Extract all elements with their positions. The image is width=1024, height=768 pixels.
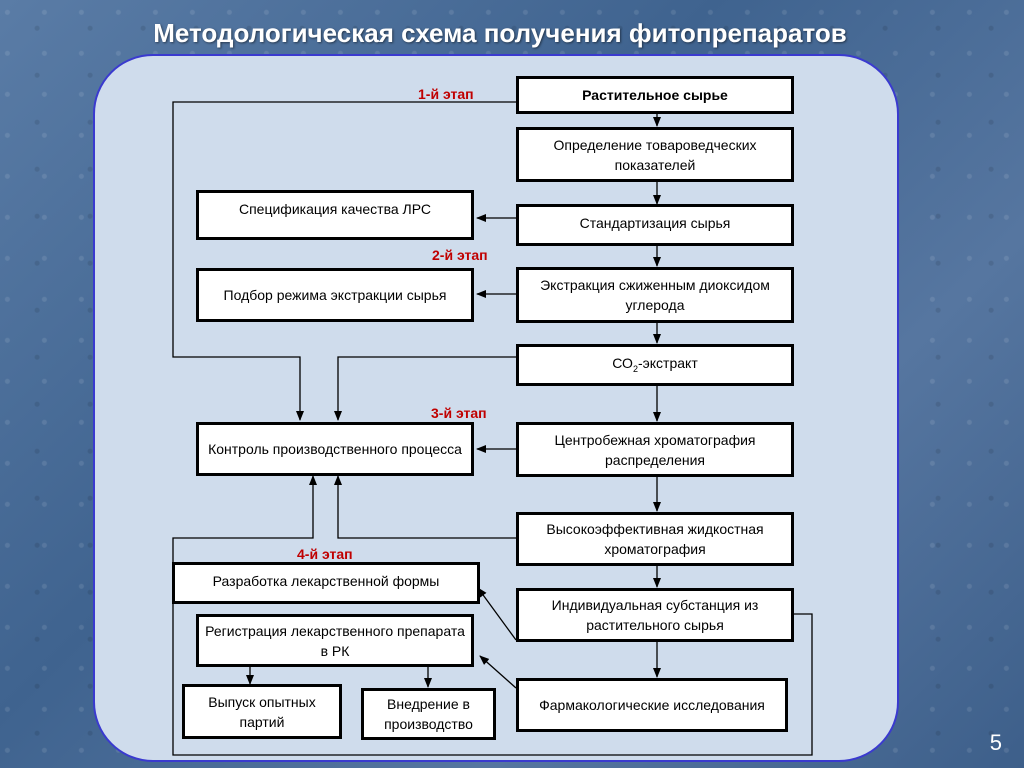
box-indicators-label: Определение товароведческих показателей <box>553 136 757 173</box>
box-pilot-batches-label: Выпуск опытных партий <box>208 693 316 730</box>
box-individual-substance-label: Индивидуальная субстанция из растительно… <box>551 597 759 633</box>
box-co2-extract: СО2-экстракт <box>516 344 794 386</box>
box-registration-label: Регистрация лекарственного препарата в Р… <box>205 622 465 659</box>
page-number: 5 <box>989 730 1002 755</box>
box-co2-extract-label: СО2-экстракт <box>612 353 698 379</box>
slide-title: Методологическая схема получения фитопре… <box>153 18 847 48</box>
stage-3-label: 3-й этап <box>431 405 487 421</box>
box-centrifugal-chromatography: Центробежная хроматография распределения <box>516 422 794 477</box>
box-production-label: Внедрение в производство <box>384 696 473 732</box>
box-dosage-form-label: Разработка лекарственной формы <box>212 573 440 589</box>
co2-suffix: -экстракт <box>637 355 698 371</box>
box-indicators: Определение товароведческих показателей <box>516 127 794 182</box>
feedback-co2-to-control <box>334 356 516 421</box>
box-standardization-label: Стандартизация сырья <box>579 215 731 231</box>
stage-1-label: 1-й этап <box>418 86 474 102</box>
box-dosage-form: Разработка лекарственной формы <box>172 562 480 604</box>
co2-prefix: СО <box>612 355 633 371</box>
box-production: Внедрение в производство <box>361 688 496 740</box>
box-centrifugal-chromatography-label: Центробежная хроматография распределения <box>554 431 756 468</box>
box-raw-material-label: Растительное сырье <box>582 87 728 103</box>
feedback-raw-to-control <box>172 101 516 421</box>
box-process-control: Контроль производственного процесса <box>196 422 474 476</box>
arrow-pharma-to-registration <box>479 655 517 689</box>
box-extraction-mode: Подбор режима экстракции сырья <box>196 268 474 322</box>
box-standardization: Стандартизация сырья <box>516 204 794 246</box>
arrow-substance-to-dosage <box>477 587 517 641</box>
box-quality-spec: Спецификация качества ЛРС <box>196 190 474 240</box>
box-quality-spec-label: Спецификация качества ЛРС <box>238 201 432 217</box>
stage-4-label: 4-й этап <box>297 546 353 562</box>
box-co2-extraction-label: Экстракция сжиженным диоксидом углерода <box>540 277 770 313</box>
box-pharmacology-label: Фармакологические исследования <box>539 697 765 713</box>
box-raw-material: Растительное сырье <box>516 76 794 114</box>
feedback-substance-loop <box>172 475 813 756</box>
stage-2-label: 2-й этап <box>432 247 488 263</box>
co2-subscript: 2 <box>632 363 638 374</box>
box-hplc: Высокоэффективная жидкостная хроматограф… <box>516 512 794 566</box>
box-individual-substance: Индивидуальная субстанция из растительно… <box>516 588 794 642</box>
box-pilot-batches: Выпуск опытных партий <box>182 684 342 739</box>
box-registration: Регистрация лекарственного препарата в Р… <box>196 614 474 667</box>
box-process-control-label: Контроль производственного процесса <box>208 441 462 457</box>
box-pharmacology: Фармакологические исследования <box>516 678 788 732</box>
box-co2-extraction: Экстракция сжиженным диоксидом углерода <box>516 267 794 323</box>
feedback-hplc-to-control <box>334 475 516 539</box>
box-hplc-label: Высокоэффективная жидкостная хроматограф… <box>546 521 764 557</box>
box-extraction-mode-label: Подбор режима экстракции сырья <box>223 287 447 303</box>
